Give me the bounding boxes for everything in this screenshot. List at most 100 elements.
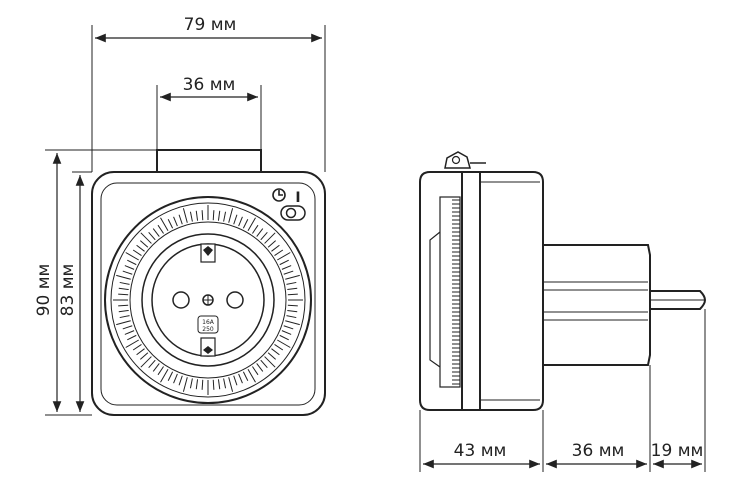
dial-tick — [118, 304, 129, 307]
dial-tick — [233, 214, 238, 225]
dial-tick — [285, 320, 300, 326]
dial-tick — [247, 217, 256, 231]
socket-hole-left — [172, 291, 190, 309]
dial-tick — [124, 330, 135, 335]
dial-tick — [140, 240, 149, 248]
dial-tick — [279, 259, 289, 266]
dial-tick — [287, 309, 298, 313]
dial-tick — [271, 348, 280, 356]
dial-tick — [160, 369, 169, 383]
front-dimensions: 79 мм 36 мм 90 мм 83 мм — [34, 15, 326, 416]
dim-side-pin: 19 мм — [651, 441, 704, 461]
side-plug-block — [542, 244, 651, 366]
dial-tick — [212, 210, 215, 221]
dial-tick — [281, 265, 292, 270]
dial-tick — [152, 228, 160, 237]
dial-tick — [136, 244, 145, 252]
dial-tick — [247, 369, 256, 383]
dial-tick — [116, 320, 131, 326]
dial-tick — [228, 208, 234, 223]
side-dimensions: 43 мм 36 мм 19 мм — [419, 309, 706, 472]
dial-tick — [140, 232, 152, 244]
dial-tick — [195, 379, 199, 390]
dial-tick — [118, 309, 129, 313]
dim-side-plug: 36 мм — [572, 441, 625, 461]
dial-tick — [119, 281, 130, 285]
dial-tick — [132, 249, 142, 256]
on-symbol: I — [295, 190, 300, 206]
dial-tick — [256, 363, 264, 372]
dial-tick — [242, 371, 249, 381]
dial-tick — [119, 315, 130, 319]
dial-tick — [252, 224, 259, 234]
dial-tick — [260, 232, 268, 241]
dim-front-height-outer: 90 мм — [34, 264, 54, 317]
dial-tick — [127, 334, 137, 341]
dial-tick — [283, 270, 294, 275]
dial-tick — [157, 224, 164, 234]
dial-tick — [152, 363, 160, 372]
dial-tick — [223, 211, 227, 222]
dial-tick — [281, 330, 292, 335]
dial-tick — [267, 352, 276, 360]
dial-tick — [277, 252, 291, 261]
dial-tick — [238, 216, 243, 227]
dial-tick — [118, 293, 129, 296]
dial-tick — [201, 379, 204, 390]
dial-tick — [223, 378, 227, 389]
dial-tick — [178, 375, 183, 386]
dial-tick — [286, 315, 297, 319]
dial-tick — [287, 304, 298, 307]
dial-tick — [217, 210, 221, 221]
dial-tick — [189, 378, 193, 389]
dial-tick — [271, 244, 280, 252]
side-flange — [461, 171, 481, 411]
dial-tick — [274, 344, 284, 351]
dial-tick — [212, 379, 215, 390]
dial-tick — [252, 366, 259, 376]
ground-clip-icon — [444, 151, 486, 169]
dial-tick — [167, 371, 174, 381]
dial-tick — [127, 259, 137, 266]
socket-hole-right — [226, 291, 244, 309]
dial-tick — [233, 375, 238, 386]
dial-tick — [189, 211, 193, 222]
dial-tick — [260, 359, 268, 368]
dial-tick — [140, 352, 149, 360]
dial-tick — [267, 240, 276, 248]
dim-plug-width: 36 мм — [183, 75, 236, 95]
dial-tick — [182, 208, 188, 223]
socket-face: 16A 250 — [151, 243, 265, 357]
switch-icon — [280, 205, 306, 221]
dial-tick — [125, 252, 139, 261]
dial-tick — [264, 356, 276, 368]
dial-tick — [173, 216, 178, 227]
dial-tick — [136, 348, 145, 356]
dial-tick — [182, 377, 188, 392]
dial-tick — [201, 210, 204, 221]
dim-front-height-inner: 83 мм — [58, 264, 78, 317]
dial-tick — [118, 287, 129, 291]
clock-icon — [272, 188, 286, 202]
front-body-inner — [100, 182, 316, 406]
dial-tick — [167, 219, 174, 229]
side-rear-body — [479, 171, 544, 411]
dial-tick — [148, 359, 156, 368]
dial-tick — [148, 232, 156, 241]
rating-label: 16A — [202, 319, 215, 326]
side-view — [419, 151, 707, 411]
dial-tick — [228, 377, 234, 392]
dial-tick — [173, 373, 178, 384]
dial-tick — [195, 210, 199, 221]
dial-tick — [279, 334, 289, 341]
dial-tick — [256, 228, 264, 237]
dial-tick — [160, 217, 169, 231]
dial-tick — [157, 366, 164, 376]
front-view: 16A 250 I — [91, 149, 326, 416]
dial-tick — [122, 325, 133, 330]
dial-tick — [125, 339, 139, 348]
dial-tick — [287, 293, 298, 296]
dial-tick — [132, 344, 142, 351]
dial-tick — [140, 356, 152, 368]
